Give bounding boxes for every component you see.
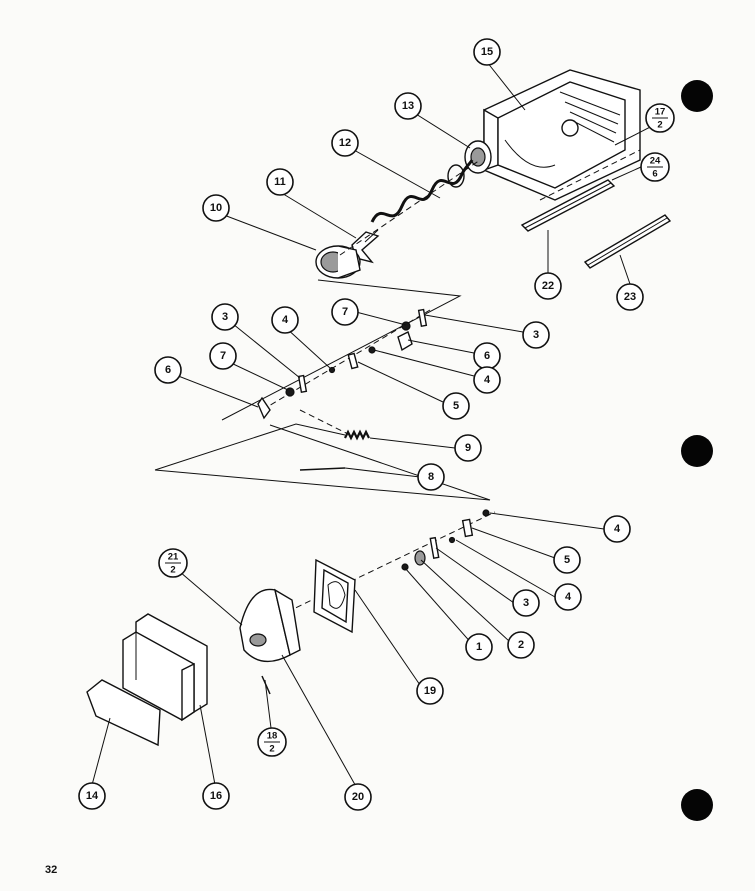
- part-lever-5-lower: [461, 518, 474, 538]
- svg-text:16: 16: [210, 790, 222, 802]
- callout-22: 22: [534, 272, 562, 300]
- part-pin-8: [299, 467, 346, 471]
- part-spring-9: [344, 429, 370, 441]
- svg-text:4: 4: [282, 314, 289, 326]
- svg-text:2: 2: [170, 565, 175, 576]
- callout-17-2: 17 2: [645, 103, 675, 133]
- callout-20: 20: [344, 783, 372, 811]
- part-gasket-19: [313, 558, 356, 634]
- svg-text:5: 5: [564, 554, 570, 566]
- callout-4-lower-right: 4: [603, 515, 631, 543]
- svg-text:4: 4: [614, 523, 621, 535]
- callout-13: 13: [394, 92, 422, 120]
- svg-text:24: 24: [650, 156, 661, 167]
- svg-text:6: 6: [484, 350, 490, 362]
- callout-11: 11: [266, 168, 294, 196]
- svg-text:13: 13: [402, 100, 414, 112]
- svg-text:17: 17: [655, 107, 666, 118]
- svg-text:8: 8: [428, 471, 434, 483]
- svg-text:1: 1: [476, 641, 482, 653]
- binder-hole-middle: [681, 435, 713, 467]
- part-ice-bucket: [483, 69, 641, 201]
- callout-12: 12: [331, 129, 359, 157]
- svg-text:3: 3: [222, 311, 228, 323]
- callout-9: 9: [454, 434, 482, 462]
- svg-text:20: 20: [352, 791, 364, 803]
- part-drive-gear: [464, 140, 492, 174]
- part-motor: [239, 588, 301, 663]
- part-front-panel: [122, 613, 208, 722]
- callout-16: 16: [202, 782, 230, 810]
- svg-text:7: 7: [342, 306, 348, 318]
- leader-lines: [91, 61, 661, 791]
- svg-text:12: 12: [339, 137, 351, 149]
- svg-text:3: 3: [523, 597, 529, 609]
- part-door-arm-left: [257, 396, 271, 420]
- part-cover-plate: [86, 679, 161, 747]
- callout-4-lower: 4: [554, 583, 582, 611]
- part-shaft-1: [401, 563, 409, 571]
- svg-text:4: 4: [565, 591, 572, 603]
- callout-21-2: 21 2: [158, 548, 188, 578]
- binder-hole-top: [681, 80, 713, 112]
- svg-text:7: 7: [220, 350, 226, 362]
- callout-14: 14: [78, 782, 106, 810]
- callout-18-2: 18 2: [257, 727, 287, 757]
- part-bracket-3-right: [417, 308, 428, 328]
- part-bracket-3-left: [297, 374, 308, 394]
- callout-6-left: 6: [154, 356, 182, 384]
- callout-3-left: 3: [211, 303, 239, 331]
- callout-3-right: 3: [522, 321, 550, 349]
- svg-text:4: 4: [484, 374, 491, 386]
- part-bracket-3-lower: [429, 536, 440, 560]
- svg-text:2: 2: [269, 744, 274, 755]
- callout-5-upper: 5: [442, 392, 470, 420]
- page-number: 32: [45, 864, 58, 876]
- part-housing: [315, 245, 361, 279]
- callout-3-lower: 3: [512, 589, 540, 617]
- svg-text:23: 23: [624, 291, 636, 303]
- part-rail-23: [583, 214, 672, 269]
- binder-hole-bottom: [681, 789, 713, 821]
- callout-15: 15: [473, 38, 501, 66]
- callout-2: 2: [507, 631, 535, 659]
- svg-text:10: 10: [210, 202, 222, 214]
- svg-text:22: 22: [542, 280, 554, 292]
- callout-19: 19: [416, 677, 444, 705]
- svg-text:11: 11: [274, 176, 286, 188]
- part-door-arm-right: [397, 331, 413, 352]
- svg-text:2: 2: [518, 639, 524, 651]
- callout-4-upper-right: 4: [473, 366, 501, 394]
- part-auger-spring: [370, 159, 474, 223]
- svg-text:5: 5: [453, 400, 459, 412]
- svg-text:21: 21: [168, 552, 179, 563]
- svg-text:15: 15: [481, 46, 493, 58]
- svg-text:9: 9: [465, 442, 471, 454]
- callout-7-upper: 7: [331, 298, 359, 326]
- svg-text:2: 2: [657, 120, 662, 131]
- svg-text:6: 6: [165, 364, 171, 376]
- callout-7-left: 7: [209, 342, 237, 370]
- callout-4-upper-left: 4: [271, 306, 299, 334]
- callout-8: 8: [417, 463, 445, 491]
- svg-text:3: 3: [533, 329, 539, 341]
- svg-text:14: 14: [86, 790, 99, 802]
- callout-5-lower: 5: [553, 546, 581, 574]
- callout-10: 10: [202, 194, 230, 222]
- callout-23: 23: [616, 283, 644, 311]
- callout-6-right: 6: [473, 342, 501, 370]
- callout-24-6: 24 6: [640, 152, 670, 182]
- part-washer-7-right: [401, 321, 411, 331]
- part-lever-5-upper: [347, 352, 359, 370]
- part-rail-22: [520, 179, 616, 232]
- svg-text:6: 6: [652, 169, 657, 180]
- svg-text:18: 18: [267, 731, 278, 742]
- callout-1: 1: [465, 633, 493, 661]
- svg-text:19: 19: [424, 685, 436, 697]
